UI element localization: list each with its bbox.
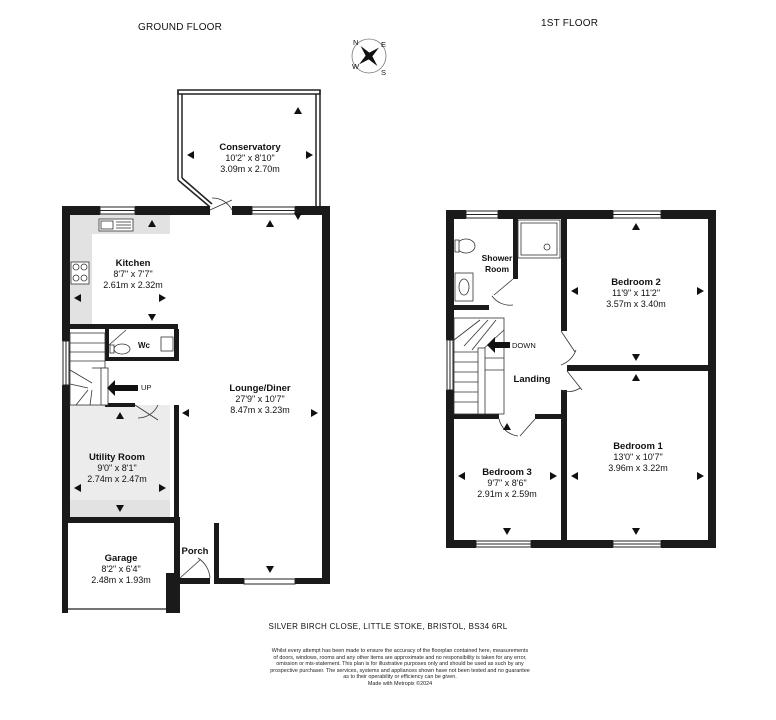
room-name: Wc xyxy=(138,341,150,350)
ground-floor-stairs xyxy=(69,332,109,406)
room-imperial: 9'0" x 8'1" xyxy=(97,463,137,473)
bedroom2-label: Bedroom 2 11'9" x 11'2" 3.57m x 3.40m xyxy=(586,277,686,310)
first-floor-stairs xyxy=(453,317,505,415)
room-name: Porch xyxy=(181,546,209,557)
compass-n: N xyxy=(353,38,359,47)
garage-label: Garage 8'2" x 6'4" 2.48m x 1.93m xyxy=(76,553,166,586)
kitchen-sink xyxy=(98,218,134,232)
room-name: Kitchen xyxy=(115,258,151,269)
bedroom3-label: Bedroom 3 9'7" x 8'6" 2.91m x 2.59m xyxy=(459,467,555,500)
room-name: Bedroom 1 xyxy=(613,441,663,452)
ground-floor-title: GROUND FLOOR xyxy=(138,22,223,33)
ground-floor-doors xyxy=(108,197,233,579)
room-name: Garage xyxy=(104,553,138,564)
room-metric: 2.61m x 2.32m xyxy=(103,280,163,290)
compass-w: W xyxy=(352,62,360,71)
room-name: Lounge/Diner xyxy=(229,383,291,394)
property-address: SILVER BIRCH CLOSE, LITTLE STOKE, BRISTO… xyxy=(268,622,508,631)
kitchen-hob xyxy=(70,261,90,285)
room-imperial: 11'9" x 11'2" xyxy=(611,288,661,298)
room-metric: 3.96m x 3.22m xyxy=(608,463,668,473)
room-metric: 3.09m x 2.70m xyxy=(220,164,280,174)
utility-label: Utility Room 9'0" x 8'1" 2.74m x 2.47m xyxy=(72,452,162,485)
disclaimer: Whilst every attempt has been made to en… xyxy=(250,648,550,688)
room-metric: 2.91m x 2.59m xyxy=(477,489,537,499)
porch-label: Porch xyxy=(178,546,212,557)
shower-fixtures xyxy=(454,219,561,302)
compass-icon xyxy=(351,38,387,74)
disclaimer-line: Made with Metropix ©2024 xyxy=(367,680,433,687)
compass-s: S xyxy=(381,68,387,77)
room-name: Utility Room xyxy=(89,452,145,463)
room-name: Landing xyxy=(513,374,551,385)
disclaimer-line: Whilst every attempt has been made to en… xyxy=(271,648,529,654)
disclaimer-line: of doors, windows, rooms and any other i… xyxy=(273,654,527,661)
room-imperial: 8'2" x 6'4" xyxy=(101,564,141,574)
stairs-down-label: DOWN xyxy=(512,341,536,350)
ground-floor-windows xyxy=(62,206,296,585)
room-imperial: 10'2" x 8'10" xyxy=(225,153,275,163)
first-floor-title: 1ST FLOOR xyxy=(541,18,599,29)
room-metric: 2.48m x 1.93m xyxy=(91,575,151,585)
first-floor-doors xyxy=(491,278,583,437)
room-metric: 2.74m x 2.47m xyxy=(87,474,147,484)
room-name-2: Room xyxy=(484,264,510,274)
landing-label: Landing xyxy=(509,374,555,385)
room-imperial: 9'7" x 8'6" xyxy=(487,478,527,488)
conservatory-label: Conservatory 10'2" x 8'10" 3.09m x 2.70m xyxy=(200,142,300,175)
utility-worktop xyxy=(70,405,170,517)
lounge-label: Lounge/Diner 27'9" x 10'7" 8.47m x 3.23m xyxy=(205,383,315,416)
first-floor-walls xyxy=(446,210,716,548)
wc-fixtures xyxy=(109,336,174,355)
room-name: Shower xyxy=(481,253,513,263)
bedroom1-label: Bedroom 1 13'0" x 10'7" 3.96m x 3.22m xyxy=(588,441,688,474)
dimension-arrows xyxy=(74,107,704,573)
conservatory-walls xyxy=(177,89,321,208)
room-name: Bedroom 2 xyxy=(611,277,661,288)
room-imperial: 13'0" x 10'7" xyxy=(613,452,663,462)
kitchen-label: Kitchen 8'7" x 7'7" 2.61m x 2.32m xyxy=(88,258,178,291)
room-metric: 8.47m x 3.23m xyxy=(230,405,290,415)
disclaimer-line: as to their operability or efficiency ca… xyxy=(343,674,457,681)
compass-e: E xyxy=(381,40,387,49)
wc-label: Wc xyxy=(134,340,154,351)
stairs-down-arrow xyxy=(487,337,510,353)
room-imperial: 8'7" x 7'7" xyxy=(113,269,153,279)
room-metric: 3.57m x 3.40m xyxy=(606,299,666,309)
room-name: Bedroom 3 xyxy=(482,467,532,478)
room-name: Conservatory xyxy=(219,142,281,153)
stairs-up-arrow xyxy=(107,380,138,396)
shower-room-label: Shower Room xyxy=(475,253,519,275)
room-imperial: 27'9" x 10'7" xyxy=(235,394,285,404)
disclaimer-line: prospective purchaser. The services, sys… xyxy=(270,667,530,674)
disclaimer-line: omission or mis-statement. This plan is … xyxy=(276,661,524,668)
first-floor-windows xyxy=(446,210,662,548)
stairs-up-label: UP xyxy=(141,383,152,392)
ground-floor-walls xyxy=(62,206,330,613)
